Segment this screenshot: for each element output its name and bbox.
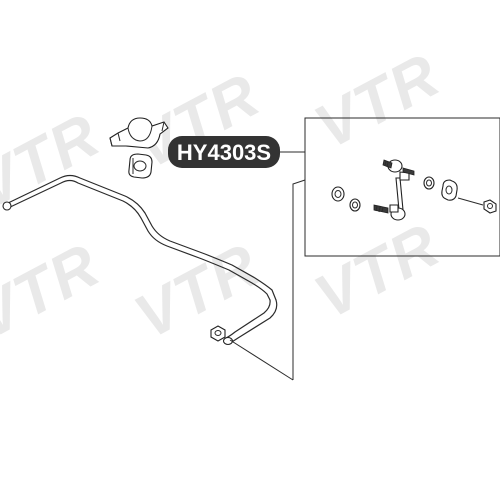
stabilizer-bar: [2, 174, 278, 346]
bushing: [128, 153, 153, 179]
link-washer: [349, 198, 361, 212]
watermark-text: VTR: [304, 210, 451, 332]
watermark-text: VTR: [124, 230, 271, 352]
lower-stud: [373, 204, 389, 214]
bushing-bracket: [109, 117, 169, 149]
detail-box-frame: [304, 117, 500, 257]
link-bushing: [331, 186, 345, 202]
link-nut: [483, 199, 497, 214]
part-number-text: HY4303S: [177, 140, 271, 165]
bar-end-eye: [2, 201, 12, 211]
link-washer: [423, 176, 435, 190]
stabilizer-link-assembly: [331, 159, 497, 221]
watermark-layer: VTR VTR VTR VTR VTR VTR: [0, 40, 451, 352]
end-nut: [210, 325, 226, 342]
part-number-badge-bg: [168, 136, 280, 168]
detail-box: [229, 117, 500, 381]
link-bushing: [441, 179, 458, 201]
part-number-badge: HY4303S: [168, 136, 305, 168]
watermark-text: VTR: [0, 230, 111, 352]
watermark-text: VTR: [304, 40, 451, 162]
